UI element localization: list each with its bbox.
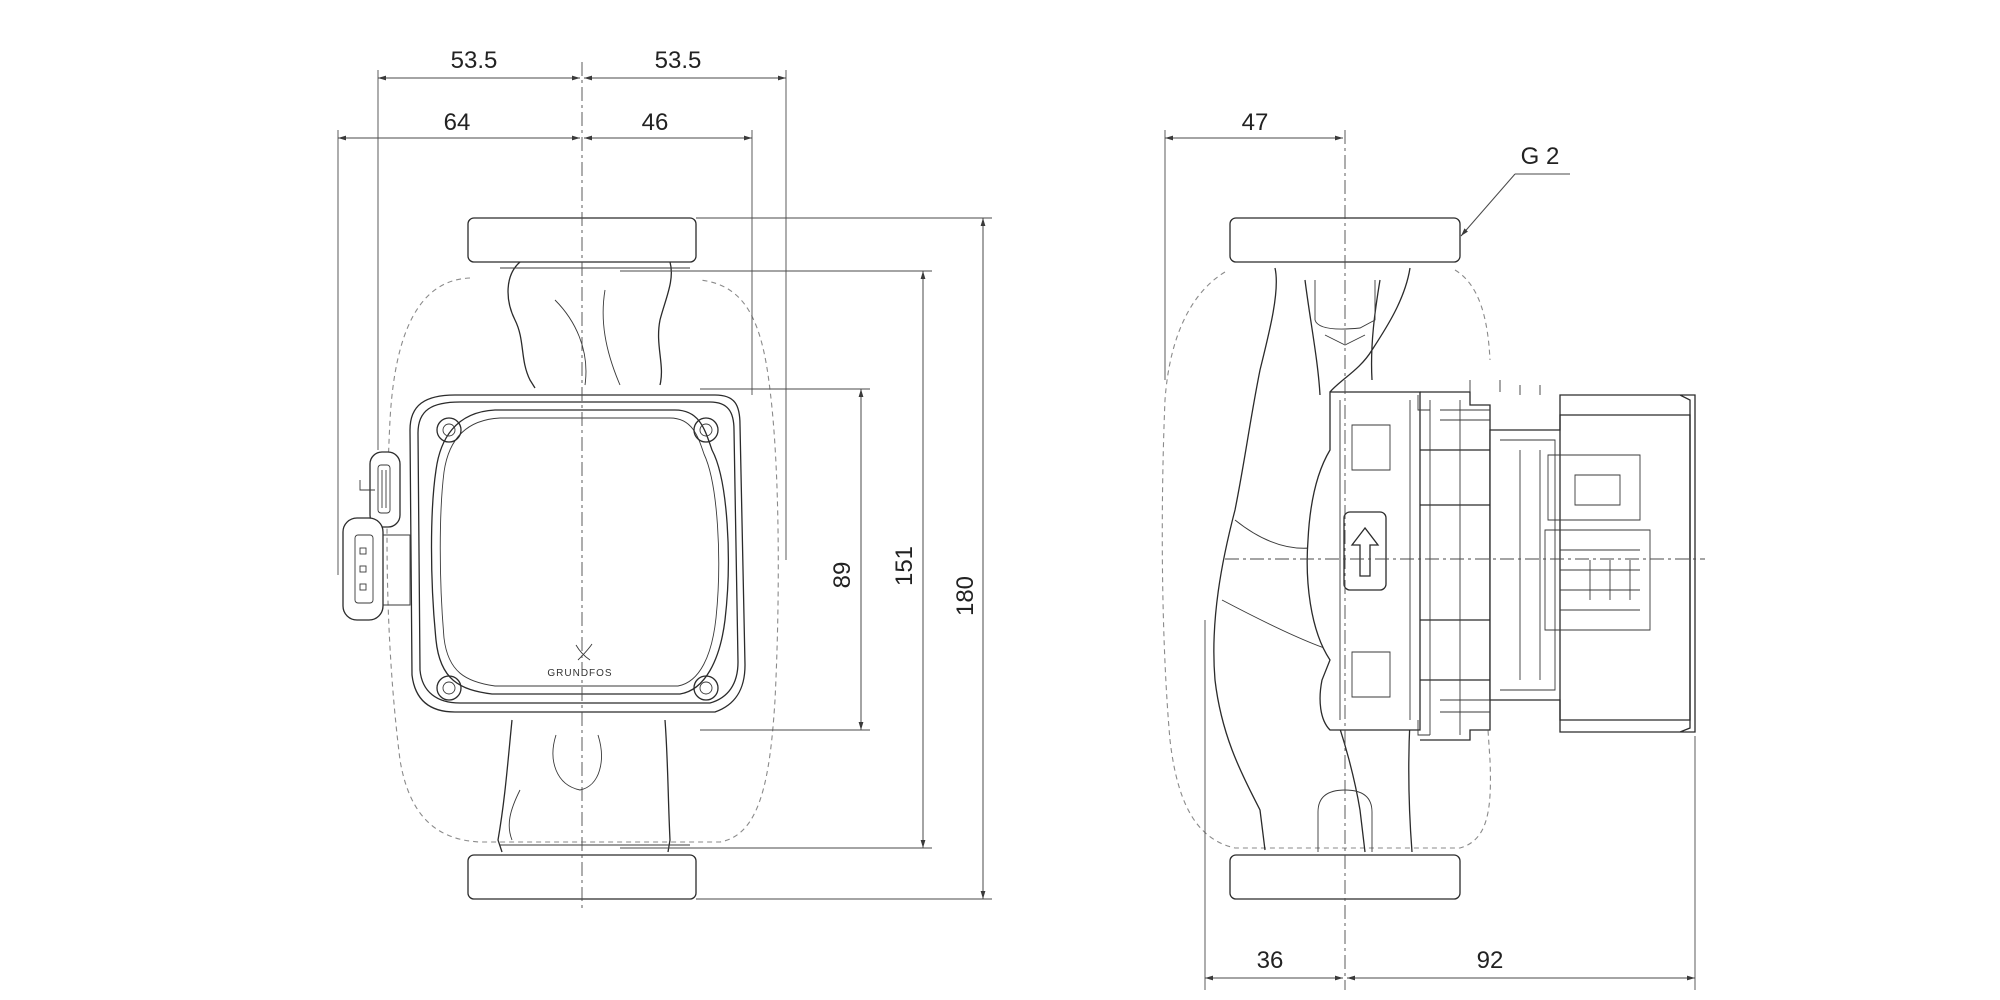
dim-mid-left: 64 <box>444 109 471 136</box>
front-housing-inner <box>417 401 739 704</box>
thread-leader <box>1460 173 1570 237</box>
front-corner-screws <box>436 417 719 701</box>
side-envelope-outline <box>1161 269 1491 849</box>
dim-side-bottom-left: 36 <box>1257 947 1284 974</box>
side-end-cap <box>1559 394 1696 733</box>
dim-mid-right: 46 <box>642 109 669 136</box>
front-dimension-lines <box>338 75 986 899</box>
signal-connector <box>342 517 411 621</box>
dim-total-height: 180 <box>952 576 979 616</box>
power-connector <box>359 451 401 528</box>
front-upper-neck <box>507 261 672 389</box>
side-stator-block <box>1420 391 1491 741</box>
flow-direction-arrow-icon <box>1343 511 1387 591</box>
side-dimension-lines <box>1165 135 1695 981</box>
side-view: 47 36 92 G 2 <box>1161 109 1705 990</box>
side-pump-body <box>1213 267 1413 853</box>
dim-top-right: 53.5 <box>655 47 702 74</box>
dim-side-bottom-right: 92 <box>1477 947 1504 974</box>
thread-label: G 2 <box>1521 143 1560 170</box>
dim-side-top: 47 <box>1242 109 1269 136</box>
grundfos-logo: GRUNDFOS <box>547 643 612 679</box>
dim-port-height: 151 <box>891 546 918 586</box>
dim-body-height: 89 <box>829 562 856 589</box>
front-view: GRUNDFOS <box>337 47 992 910</box>
front-lower-neck <box>497 719 671 853</box>
dim-top-left: 53.5 <box>451 47 498 74</box>
brand-name: GRUNDFOS <box>547 668 612 679</box>
control-panel-face <box>430 409 729 695</box>
